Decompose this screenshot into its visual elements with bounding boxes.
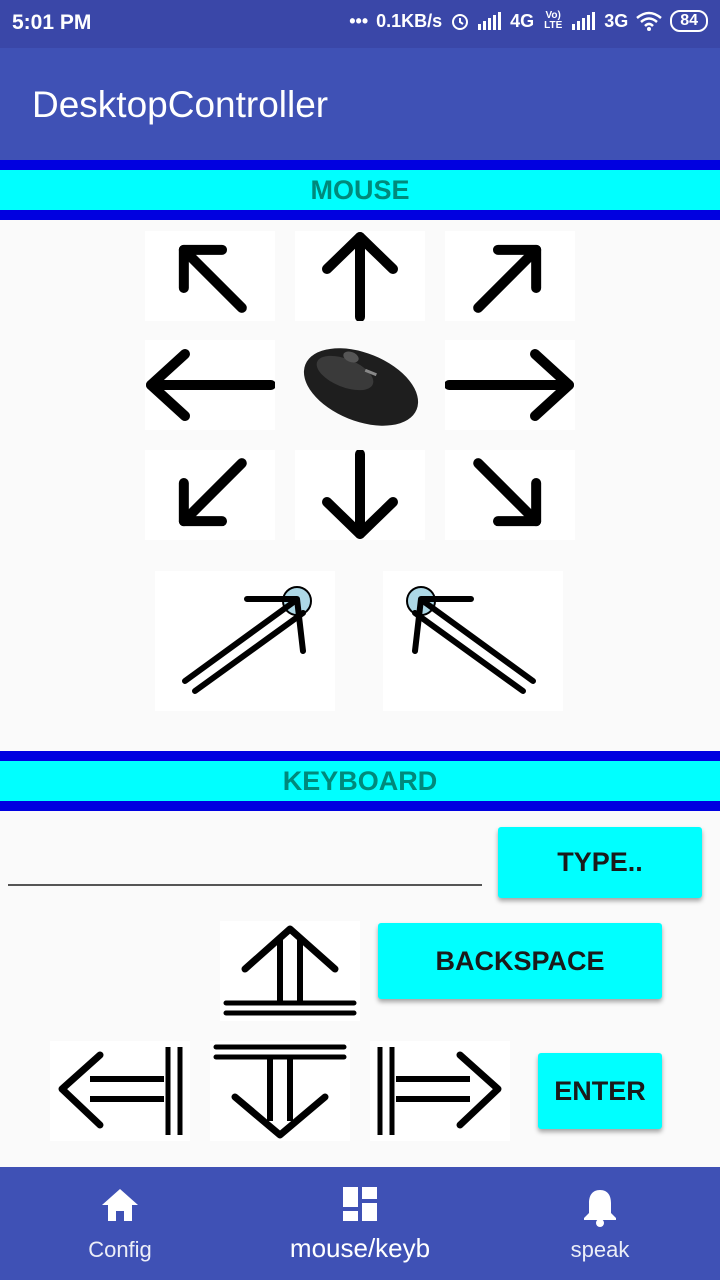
bell-icon: [584, 1190, 616, 1227]
left-click-icon: [182, 586, 312, 694]
app-bar: DesktopController: [0, 48, 720, 160]
status-time: 5:01 PM: [12, 11, 92, 34]
arrow-left-icon: [146, 349, 275, 421]
enter-button-label: ENTER: [554, 1075, 646, 1106]
mouse-section-title: MOUSE: [0, 170, 720, 210]
move-up-right-button[interactable]: [445, 231, 575, 321]
keyboard-section-header: KEYBOARD: [0, 751, 720, 811]
key-down-arrow-icon: [213, 1044, 347, 1139]
type-button[interactable]: TYPE..: [498, 827, 702, 898]
key-up-arrow-icon: [223, 925, 357, 1016]
network-type-1: 4G: [510, 10, 535, 31]
app-title: DesktopController: [32, 84, 329, 125]
move-down-right-button[interactable]: [445, 450, 575, 540]
network-speed: 0.1KB/s: [376, 10, 443, 31]
battery-indicator: 84: [670, 10, 708, 32]
arrow-up-right-icon: [473, 244, 542, 313]
move-down-left-button[interactable]: [145, 450, 275, 540]
right-click-icon: [406, 586, 536, 694]
right-click-button[interactable]: [383, 571, 563, 711]
arrow-up-icon: [322, 232, 398, 321]
move-down-button[interactable]: [295, 450, 425, 540]
move-up-button[interactable]: [295, 231, 425, 321]
arrow-down-icon: [322, 450, 398, 539]
move-right-button[interactable]: [445, 340, 575, 430]
left-click-button[interactable]: [155, 571, 335, 711]
key-right-button[interactable]: [370, 1041, 510, 1141]
backspace-button-label: BACKSPACE: [435, 945, 605, 976]
backspace-button[interactable]: BACKSPACE: [378, 923, 662, 999]
key-down-button[interactable]: [210, 1041, 350, 1141]
nav-label-speak: speak: [570, 1237, 630, 1262]
arrow-down-right-icon: [473, 458, 542, 527]
status-bar: 5:01 PM ••• 0.1KB/s 4G Vo) LTE 3G 84: [0, 0, 720, 48]
network-type-2: 3G: [604, 10, 629, 31]
signal-icon: [478, 12, 502, 30]
mouse-center-button[interactable]: [295, 335, 425, 435]
alarm-icon: [452, 14, 469, 30]
arrow-up-left-icon: [178, 244, 247, 313]
arrow-down-left-icon: [178, 458, 247, 527]
signal-icon-2: [572, 12, 596, 30]
key-right-arrow-icon: [377, 1047, 502, 1135]
enter-button[interactable]: ENTER: [538, 1053, 662, 1129]
key-up-button[interactable]: [220, 921, 360, 1021]
nav-item-mouse-keyb[interactable]: mouse/keyb: [240, 1167, 480, 1280]
move-up-left-button[interactable]: [145, 231, 275, 321]
keyboard-section-title: KEYBOARD: [0, 761, 720, 801]
dashboard-icon: [343, 1187, 377, 1221]
status-indicators: ••• 0.1KB/s 4G Vo) LTE 3G 84: [349, 10, 708, 32]
wifi-icon: [636, 11, 663, 31]
key-left-button[interactable]: [50, 1041, 190, 1141]
key-left-arrow-icon: [58, 1047, 183, 1135]
nav-item-config[interactable]: Config: [0, 1167, 240, 1280]
move-left-button[interactable]: [145, 340, 275, 430]
bottom-navigation: Config mouse/keyb speak: [0, 1167, 720, 1280]
volte-indicator: Vo) LTE: [544, 10, 563, 31]
type-button-label: TYPE..: [557, 847, 643, 877]
nav-item-speak[interactable]: speak: [480, 1167, 720, 1280]
arrow-right-icon: [445, 349, 574, 421]
nav-label-config: Config: [88, 1237, 152, 1262]
computer-mouse-icon: [303, 348, 419, 426]
nav-label-mouse-keyb: mouse/keyb: [289, 1233, 431, 1263]
home-icon: [102, 1189, 138, 1221]
type-text-input[interactable]: [8, 840, 482, 882]
more-dots-icon: •••: [349, 10, 369, 31]
mouse-section-header: MOUSE: [0, 160, 720, 220]
type-input-underline: [8, 884, 482, 886]
